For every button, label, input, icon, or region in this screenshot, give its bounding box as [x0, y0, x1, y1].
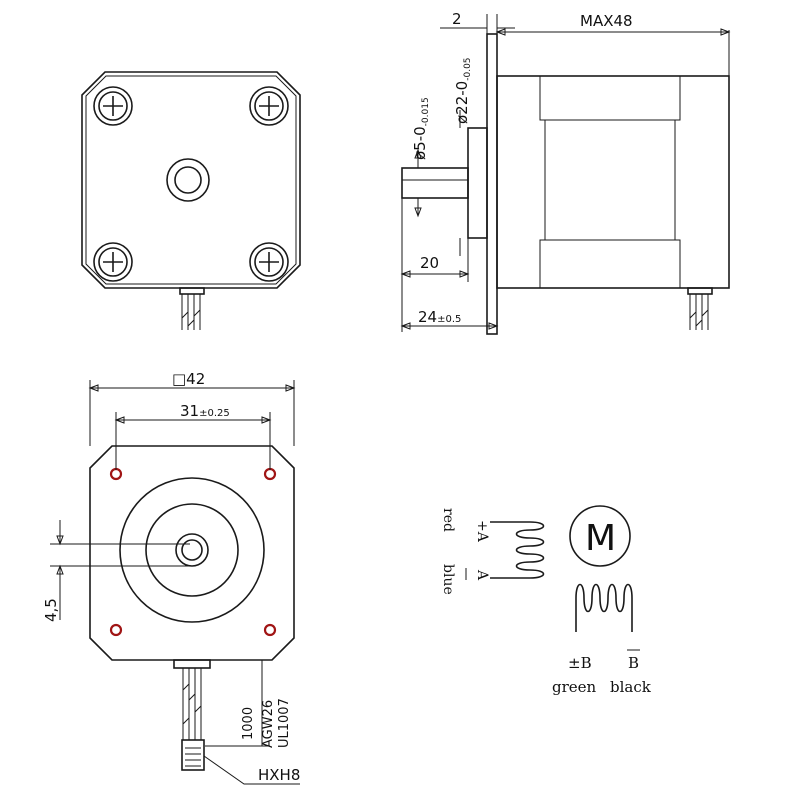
- dim-holes: 31±0.25: [180, 402, 230, 420]
- cable-length-text: 1000: [241, 707, 256, 740]
- b-minus-label: B: [628, 654, 639, 672]
- mount-view: □42 31±0.25 4,5 1000 AGW26 UL1007 HXH8: [42, 370, 300, 785]
- coil-a: [515, 521, 545, 579]
- mount-hole-top-right: [263, 467, 277, 481]
- red-label: red: [440, 508, 456, 532]
- mount-hole-bottom-left: [109, 623, 123, 637]
- mount-hole-bottom-right: [263, 623, 277, 637]
- blue-label: blue: [440, 564, 456, 595]
- side-view: 2 MAX48 ø5-0-0.015 ø22-0-0.05 20 24±0.5: [400, 10, 731, 335]
- dim-shaft-len-text: 20: [420, 254, 439, 272]
- screw-top-left: [93, 86, 133, 126]
- face-view: [81, 71, 301, 330]
- black-label: black: [610, 678, 652, 696]
- mount-hole-top-left: [109, 467, 123, 481]
- dim-flat-text: 4,5: [42, 598, 60, 622]
- dim-shaft-dia: ø5-0-0.015: [411, 97, 431, 160]
- wire-gauge-text: AGW26: [261, 700, 276, 748]
- dim-boss-dia: ø22-0-0.05: [453, 57, 473, 124]
- screw-bottom-left: [93, 242, 133, 282]
- dim-total-len: 24±0.5: [418, 308, 461, 326]
- connector-text: HXH8: [258, 766, 300, 784]
- dim-flange-text: 2: [452, 10, 462, 28]
- motor-symbol: [569, 505, 631, 567]
- wiring-diagram: M +A A red blue ±B B green black: [440, 505, 652, 696]
- dim-frame-text: □42: [172, 370, 205, 388]
- screw-top-right: [249, 86, 289, 126]
- wire-type-text: UL1007: [277, 698, 292, 748]
- coil-b: [575, 583, 633, 613]
- connector-body: [181, 739, 205, 771]
- screw-bottom-right: [249, 242, 289, 282]
- green-label: green: [552, 678, 597, 696]
- a-plus-label: +A: [474, 520, 490, 543]
- dim-body-len-text: MAX48: [580, 12, 633, 30]
- a-minus-label: A: [474, 569, 490, 581]
- b-plus-label: ±B: [568, 654, 592, 672]
- face-cable: [179, 287, 205, 330]
- motor-letter: M: [585, 518, 616, 559]
